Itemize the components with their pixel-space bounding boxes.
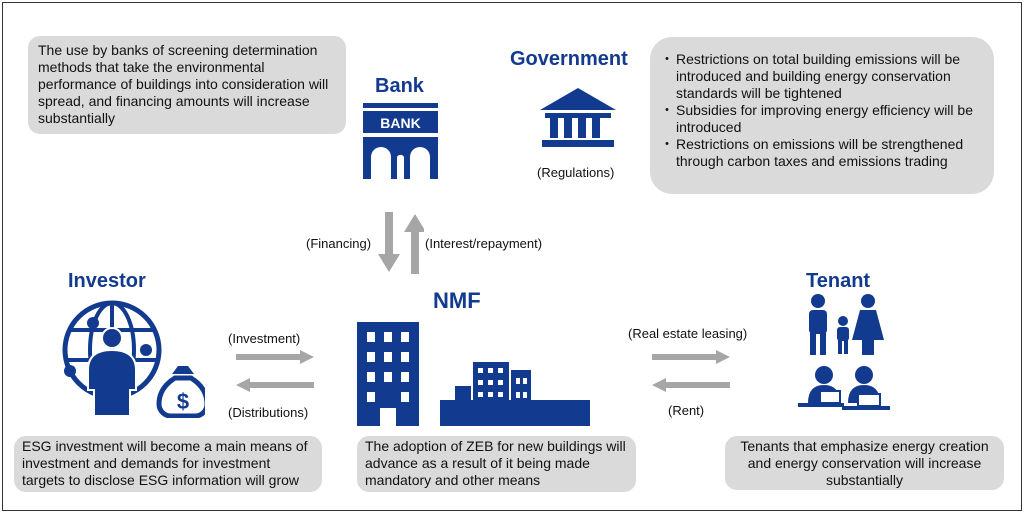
investor-label: Investor — [68, 270, 146, 292]
nmf-label: NMF — [433, 288, 481, 313]
nmf-note: The adoption of ZEB for new buildings wi… — [357, 436, 636, 492]
distributions-caption: (Distributions) — [228, 405, 309, 420]
svg-text:$: $ — [177, 389, 189, 414]
bank-icon-text: BANK — [380, 115, 420, 131]
financing-arrow-down — [378, 212, 400, 272]
bank-icon: BANK — [363, 103, 438, 179]
tenant-people-icon — [798, 294, 890, 410]
investor-globe-icon: $ — [62, 300, 205, 418]
nmf-tenant-arrows — [652, 350, 730, 392]
government-label: Government — [510, 48, 628, 70]
nmf-buildings-icon — [357, 322, 590, 426]
bank-nmf-arrows — [378, 212, 424, 274]
financing-caption: (Financing) — [306, 236, 372, 251]
leasing-caption: (Real estate leasing) — [628, 326, 748, 341]
repayment-arrow-up — [404, 214, 424, 274]
government-note: Restrictions on total building emissions… — [660, 51, 982, 102]
money-bag-icon: $ — [156, 366, 205, 418]
bank-note: The use by banks of screening determinat… — [28, 36, 346, 134]
investment-caption: (Investment) — [228, 331, 301, 346]
government-note: Restrictions on emissions will be streng… — [660, 136, 982, 170]
regulations-caption: (Regulations) — [537, 165, 615, 180]
government-notes: Restrictions on total building emissions… — [650, 37, 994, 194]
investor-note: ESG investment will become a main means … — [14, 436, 322, 492]
government-building-icon — [540, 88, 616, 147]
tenant-note: Tenants that emphasize energy creation a… — [725, 436, 1004, 490]
bank-label: Bank — [375, 75, 424, 97]
rent-caption: (Rent) — [668, 403, 705, 418]
interest-caption: (Interest/repayment) — [425, 236, 543, 251]
investor-nmf-arrows — [236, 350, 314, 392]
government-note: Subsidies for improving energy efficienc… — [660, 102, 982, 136]
tenant-label: Tenant — [806, 270, 871, 292]
